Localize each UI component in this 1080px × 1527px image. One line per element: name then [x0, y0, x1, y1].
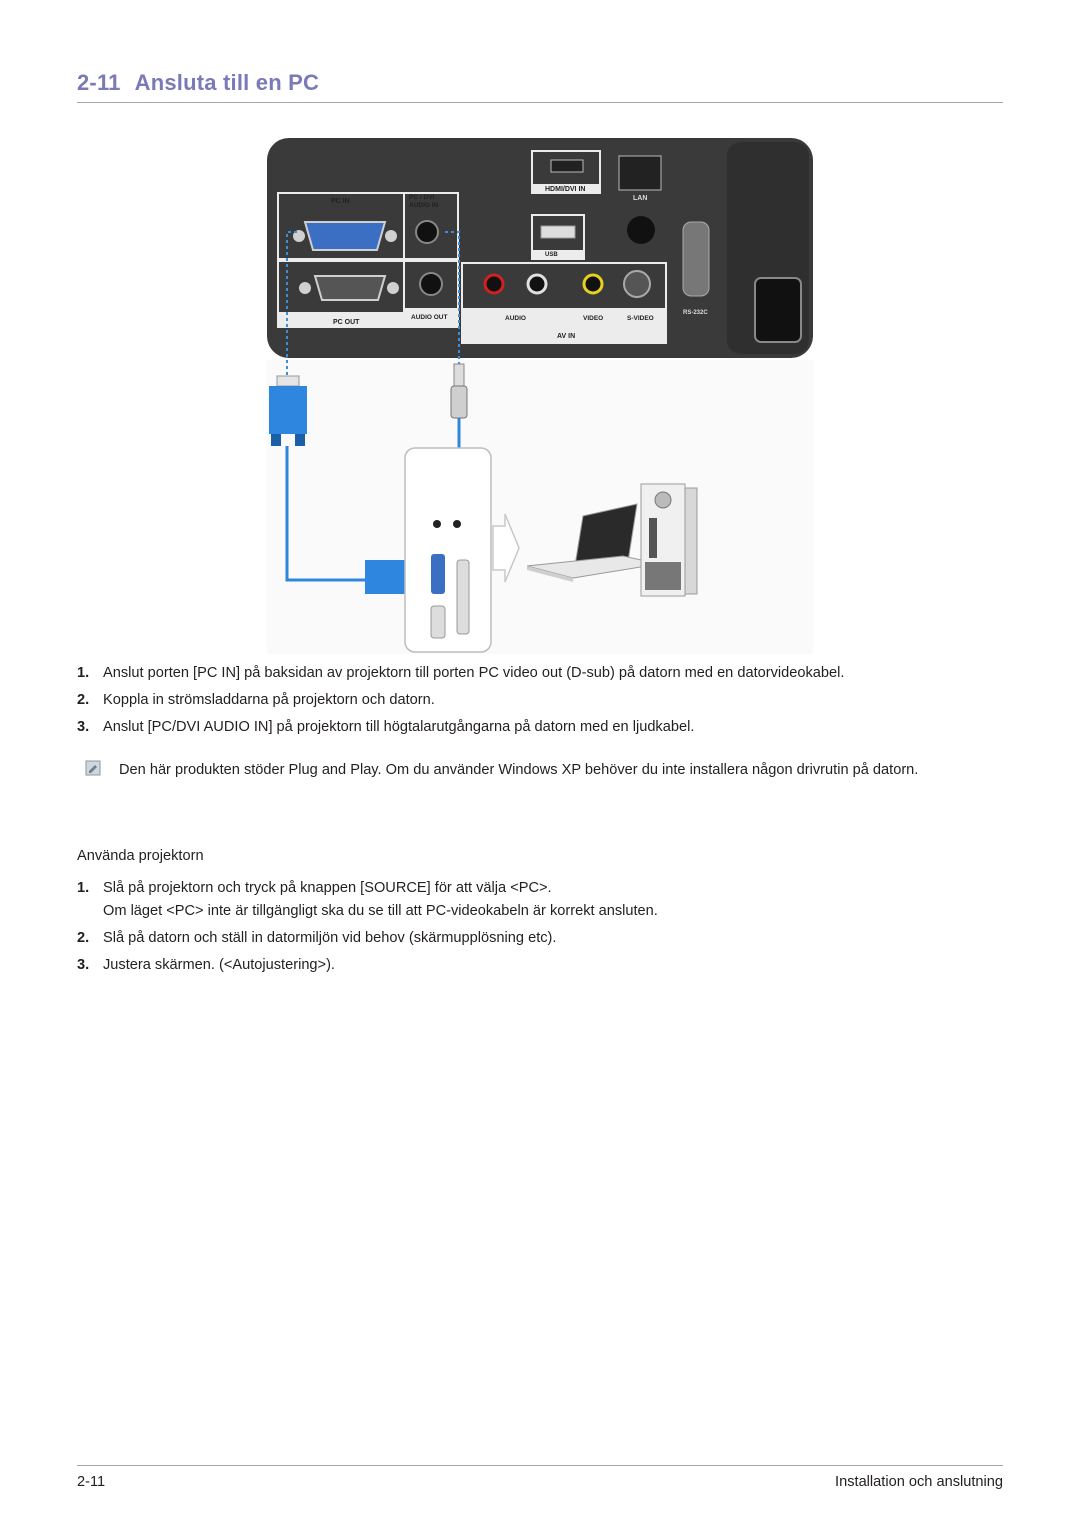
audio-in-jack — [415, 220, 439, 244]
svideo-jack — [623, 270, 651, 298]
step-text: Anslut porten [PC IN] på baksidan av pro… — [103, 665, 845, 681]
list-item-continuation: Om läget <PC> inte är tillgängligt ska d… — [77, 901, 1003, 921]
list-item: 1. Anslut porten [PC IN] på baksidan av … — [77, 663, 1003, 683]
desktop-tower-icon — [640, 483, 698, 597]
note-icon — [85, 760, 101, 776]
svideo-label: S-VIDEO — [627, 315, 654, 322]
footer-page-number: 2-11 — [77, 1474, 106, 1490]
av-in-label: AV IN — [557, 333, 575, 340]
step-number: 3. — [77, 957, 90, 973]
list-item: 2. Koppla in strömsladdarna på projektor… — [77, 690, 1003, 710]
section-title: 2-11 Ansluta till en PC — [77, 70, 319, 95]
audio-out-label: AUDIO OUT — [411, 314, 448, 321]
step-text: Justera skärmen. (<Autojustering>). — [103, 957, 335, 973]
list-item: 2. Slå på datorn och ställ in datormiljö… — [77, 928, 1003, 948]
section-number: 2-11 — [77, 70, 121, 95]
lan-label: LAN — [633, 195, 647, 202]
section-header: 2-11 Ansluta till en PC — [77, 70, 1003, 103]
step-number: 2. — [77, 692, 90, 708]
note-block: Den här produkten stöder Plug and Play. … — [85, 759, 985, 781]
pc-out-port — [299, 275, 399, 301]
step-number: 2. — [77, 930, 90, 946]
video-label: VIDEO — [583, 315, 603, 322]
audio-r-jack — [526, 273, 548, 295]
step-text: Slå på projektorn och tryck på knappen [… — [103, 880, 552, 896]
footer-chapter: Installation och anslutning — [835, 1474, 1003, 1490]
pc-out-label: PC OUT — [333, 319, 360, 326]
rs232c-label: RS-232C — [683, 310, 708, 316]
hdmi-label: HDMI/DVI IN — [545, 186, 585, 193]
audio-out-jack — [419, 272, 443, 296]
hdmi-port — [550, 159, 584, 173]
usb-label: USB — [545, 252, 558, 258]
lan-port — [618, 155, 662, 191]
audio-l-jack — [483, 273, 505, 295]
vga-cable — [285, 446, 365, 582]
pc-dvi-label-line2: AUDIO IN — [409, 202, 439, 209]
video-jack — [582, 273, 604, 295]
video-cable-guide — [286, 231, 297, 380]
power-socket — [754, 277, 802, 343]
step-text: Slå på datorn och ställ in datormiljön v… — [103, 930, 557, 946]
vga-connector-top — [269, 375, 307, 446]
step-extra-text: Om läget <PC> inte är tillgängligt ska d… — [103, 903, 658, 919]
computer-back-panel — [404, 447, 492, 653]
pc-in-label: PC IN — [331, 198, 350, 205]
pc-in-port — [293, 221, 397, 251]
step-number: 1. — [77, 880, 90, 896]
use-heading: Använda projektorn — [77, 848, 204, 864]
arrow-icon — [492, 513, 520, 583]
audio-cable-guide — [445, 231, 460, 364]
page-footer: 2-11 Installation och anslutning — [77, 1465, 1003, 1494]
step-number: 3. — [77, 719, 90, 735]
step-number: 1. — [77, 665, 90, 681]
usb-port — [540, 225, 576, 239]
list-item: 3. Anslut [PC/DVI AUDIO IN] på projektor… — [77, 717, 1003, 737]
note-text: Den här produkten stöder Plug and Play. … — [119, 762, 919, 778]
rs232c-port — [682, 221, 710, 297]
connection-diagram: PC IN PC / DVI AUDIO IN HDMI/DVI IN LAN … — [267, 138, 813, 654]
pc-dvi-label-line1: PC / DVI — [409, 194, 434, 201]
use-steps-list: 1. Slå på projektorn och tryck på knappe… — [77, 878, 1003, 975]
connect-steps-list: 1. Anslut porten [PC IN] på baksidan av … — [77, 663, 1003, 737]
list-item: 3. Justera skärmen. (<Autojustering>). — [77, 955, 1003, 975]
round-port — [627, 216, 655, 244]
step-text: Anslut [PC/DVI AUDIO IN] på projektorn t… — [103, 719, 695, 735]
section-title-text: Ansluta till en PC — [134, 70, 320, 95]
list-item: 1. Slå på projektorn och tryck på knappe… — [77, 878, 1003, 898]
step-text: Koppla in strömsladdarna på projektorn o… — [103, 692, 435, 708]
audio-label: AUDIO — [505, 315, 526, 322]
